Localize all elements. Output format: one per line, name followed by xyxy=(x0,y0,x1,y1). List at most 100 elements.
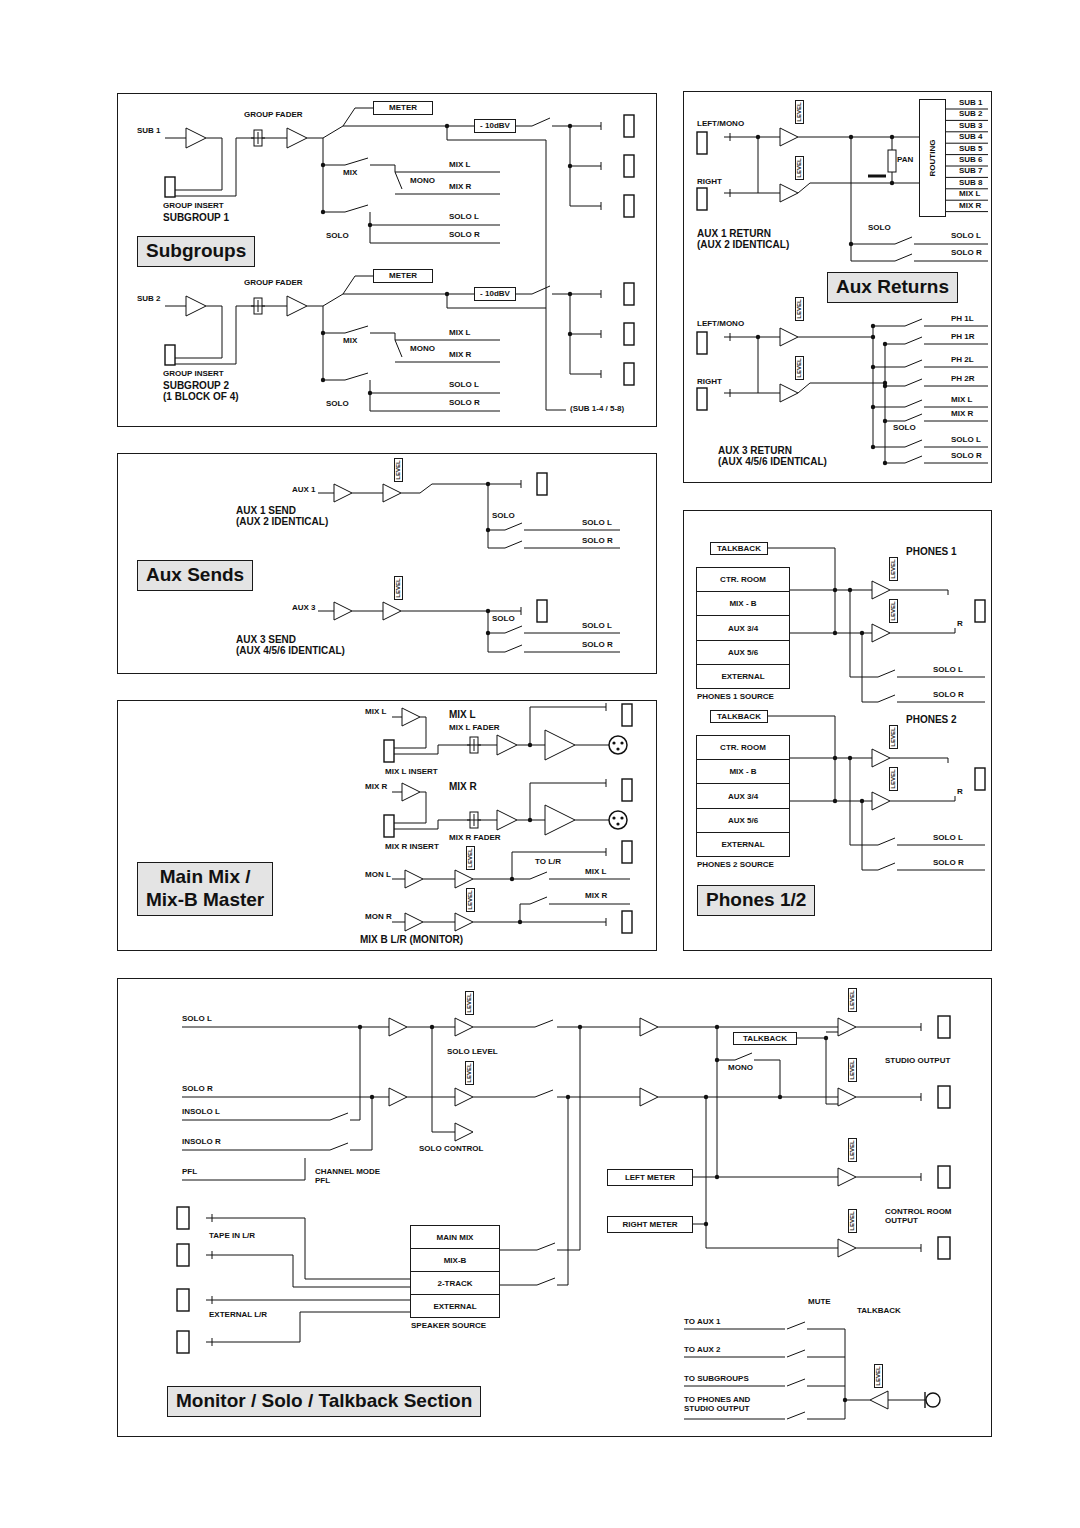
signal-label: SPEAKER SOURCE xyxy=(411,1322,486,1331)
signal-label: TAPE IN L/R xyxy=(209,1232,255,1241)
signal-label: SOLO R xyxy=(449,231,480,240)
section-panel: Aux SendsLEVELLEVEL xyxy=(117,453,657,674)
junction-dot xyxy=(883,342,887,346)
amplifier-symbol xyxy=(455,870,473,888)
amplifier-symbol xyxy=(402,708,420,726)
signal-box: - 10dBV xyxy=(474,119,516,133)
section-title: Phones 1/2 xyxy=(697,885,815,916)
pot-label: LEVEL xyxy=(890,559,896,578)
jack-symbol xyxy=(177,1331,189,1353)
signal-label: SUB 5 xyxy=(959,145,983,154)
signal-label: AUX 3 SEND (AUX 4/5/6 IDENTICAL) xyxy=(236,634,345,656)
junction-dot xyxy=(833,799,837,803)
section-title: Main Mix / Mix-B Master xyxy=(137,862,273,916)
amplifier-symbol xyxy=(780,184,798,202)
box-label: - 10dBV xyxy=(480,122,510,130)
jack-symbol xyxy=(622,704,632,726)
level-pot: LEVEL xyxy=(795,297,804,321)
amplifier-symbol xyxy=(838,1168,856,1186)
signal-label: SOLO R xyxy=(582,537,613,546)
jack-symbol xyxy=(697,388,707,410)
level-pot: LEVEL xyxy=(394,458,403,482)
junction-dot xyxy=(860,799,864,803)
signal-label: PH 1R xyxy=(951,333,975,342)
section-title: Monitor / Solo / Talkback Section xyxy=(167,1386,481,1417)
signal-label: AUX 3 xyxy=(292,604,316,613)
fader-cap xyxy=(467,814,481,826)
junction-dot xyxy=(871,445,875,449)
section-title: Aux Sends xyxy=(137,560,253,591)
amplifier-symbol xyxy=(186,128,206,148)
signal-label: MIX L xyxy=(365,708,386,717)
junction-dot xyxy=(756,335,760,339)
signal-label: MIX R xyxy=(449,781,477,792)
amplifier-symbol xyxy=(402,783,420,801)
pot-label: LEVEL xyxy=(890,601,896,620)
junction-dot xyxy=(566,1095,570,1099)
junction-dot xyxy=(871,335,875,339)
signal-label: TO L/R xyxy=(535,858,561,867)
junction-dot xyxy=(883,384,887,388)
signal-label: PHONES 2 SOURCE xyxy=(697,861,774,870)
signal-label: PFL xyxy=(182,1168,197,1177)
junction-dot xyxy=(518,920,522,924)
selector-cell: MAIN MIX xyxy=(411,1226,499,1249)
signal-label: TO AUX 2 xyxy=(684,1346,720,1355)
level-pot: LEVEL xyxy=(889,557,898,581)
pot-label: LEVEL xyxy=(796,102,802,121)
junction-dot xyxy=(715,1058,719,1062)
signal-label: SUB 1 xyxy=(137,127,161,136)
signal-label: MIX R xyxy=(365,783,387,792)
signal-label: STUDIO OUTPUT xyxy=(885,1057,950,1066)
jack-symbol xyxy=(622,841,632,863)
jack-tip xyxy=(206,122,921,1346)
signal-label: SOLO L xyxy=(933,834,963,843)
pot-label: LEVEL xyxy=(849,990,855,1009)
fader-cap xyxy=(467,739,481,751)
signal-box: METER xyxy=(373,101,433,115)
level-pot: LEVEL xyxy=(394,576,403,600)
selector-cell: MIX - B xyxy=(697,592,789,616)
amplifier-symbol xyxy=(870,1391,888,1409)
junction-dot xyxy=(778,1095,782,1099)
microphone-bar xyxy=(924,1392,925,1408)
pot-label: LEVEL xyxy=(875,1366,881,1385)
signal-label: AUX 1 RETURN (AUX 2 IDENTICAL) xyxy=(697,228,789,250)
signal-label: MIX L FADER xyxy=(449,724,500,733)
signal-label: MUTE xyxy=(808,1298,831,1307)
amplifier-symbol xyxy=(780,384,798,402)
jack-symbol xyxy=(938,1016,950,1038)
junction-dot xyxy=(860,631,864,635)
signal-label: MIX R INSERT xyxy=(385,843,439,852)
source-selector: MAIN MIXMIX-B2-TRACKEXTERNAL xyxy=(410,1225,500,1318)
xlr-connector xyxy=(609,736,627,754)
jack-symbol xyxy=(975,600,985,622)
pot-label: LEVEL xyxy=(796,299,802,318)
signal-label: AUX 1 SEND (AUX 2 IDENTICAL) xyxy=(236,505,328,527)
pot-label: LEVEL xyxy=(467,848,473,867)
amplifier-symbol xyxy=(545,805,575,835)
pot-label: LEVEL xyxy=(796,158,802,177)
jack-symbol xyxy=(165,345,175,365)
signal-label: MIX L xyxy=(959,190,980,199)
signal-label: SOLO xyxy=(326,400,349,409)
signal-label: TO SUBGROUPS xyxy=(684,1375,749,1384)
pot-label: LEVEL xyxy=(849,1211,855,1230)
jack-symbol xyxy=(537,600,547,622)
jack-symbol xyxy=(624,115,634,137)
amplifier-symbol xyxy=(838,1239,856,1257)
signal-label: MON L xyxy=(365,871,391,880)
signal-label: SOLO L xyxy=(449,213,479,222)
signal-label: SOLO R xyxy=(933,859,964,868)
level-pot: LEVEL xyxy=(465,1061,474,1085)
pot-label: LEVEL xyxy=(796,358,802,377)
amplifier-symbol xyxy=(389,1088,407,1106)
junction-dot xyxy=(871,405,875,409)
fader-cap xyxy=(251,300,265,312)
amplifier-symbol xyxy=(545,730,575,760)
amplifier-symbol xyxy=(405,913,423,931)
junction-dot xyxy=(486,528,490,532)
junction-dot xyxy=(568,124,572,128)
junction-dot xyxy=(756,135,760,139)
jack-symbol xyxy=(624,323,634,345)
